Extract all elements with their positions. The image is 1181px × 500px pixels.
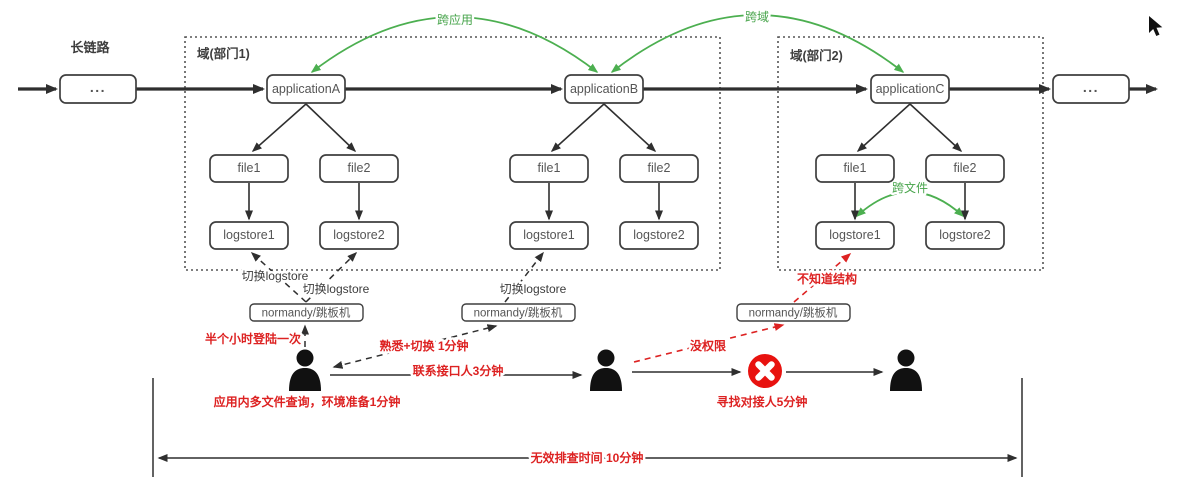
timeline-bracket: 无效排查时间 10分钟 xyxy=(152,378,1023,477)
logstore-node xyxy=(619,221,699,250)
cross-domain-label: 跨域 xyxy=(745,10,769,24)
jump-server-3-label: normandy/跳板机 xyxy=(749,306,838,320)
person-icon-2 xyxy=(590,349,622,391)
file1-label: file1 xyxy=(844,161,867,175)
file2-label: file2 xyxy=(348,161,371,175)
subtree-application-c: file1 file2 logstore1 logstore2 xyxy=(815,103,1005,250)
logstore1-label: logstore1 xyxy=(523,228,574,242)
subtree-application-a: file1 file2 logstore1 logstore2 xyxy=(209,103,399,250)
total-time-label: 无效排查时间 10分钟 xyxy=(530,450,644,465)
jump-server-node-3: normandy/跳板机 xyxy=(736,303,851,322)
logstore2-label: logstore2 xyxy=(939,228,990,242)
jump-server-node-2: normandy/跳板机 xyxy=(461,303,576,322)
file1-label: file1 xyxy=(538,161,561,175)
file-node xyxy=(925,154,1005,183)
mouse-cursor-icon xyxy=(1149,16,1163,36)
contact-label: 联系接口人3分钟 xyxy=(413,363,504,378)
application-c-node: applicationC xyxy=(870,74,950,104)
long-chain-label: 长链路 xyxy=(70,40,110,55)
file1-label: file1 xyxy=(238,161,261,175)
ellipsis-node-left: ... xyxy=(59,74,137,104)
file-node xyxy=(509,154,589,183)
ellipsis-node-right: ... xyxy=(1052,74,1130,104)
unknown-structure-arrow xyxy=(793,253,852,303)
logstore2-label: logstore2 xyxy=(633,228,684,242)
subtree-application-b: file1 file2 logstore1 logstore2 xyxy=(509,103,699,250)
domain1-label: 域(部门1) xyxy=(197,46,250,61)
switch-logstore-label-2: 切换logstore xyxy=(303,282,370,296)
switch-logstore-label-3: 切换logstore xyxy=(500,282,567,296)
file-node xyxy=(209,154,289,183)
file-node xyxy=(619,154,699,183)
ellipsis-left-label: ... xyxy=(90,79,106,95)
domain-box-1 xyxy=(184,36,721,271)
application-a-node: applicationA xyxy=(266,74,346,104)
cross-domain-arrow xyxy=(610,14,905,73)
application-b-node: applicationB xyxy=(564,74,644,104)
application-a-label: applicationA xyxy=(272,82,341,96)
familiar-switch-arrow xyxy=(332,324,498,369)
switch-logstore-arrows xyxy=(250,251,544,369)
logstore-node xyxy=(509,221,589,250)
logstore1-label: logstore1 xyxy=(829,228,880,242)
jump-server-1-label: normandy/跳板机 xyxy=(262,306,351,320)
cross-file-arrow xyxy=(855,191,965,218)
no-permission-arrow xyxy=(633,323,785,363)
file-node xyxy=(319,154,399,183)
person-icon-3 xyxy=(890,349,922,391)
domain2-label: 域(部门2) xyxy=(790,48,843,63)
familiar-label: 熟悉+切换 1分钟 xyxy=(379,338,468,353)
jump-server-2-label: normandy/跳板机 xyxy=(474,306,563,320)
logstore-node xyxy=(209,221,289,250)
logstore-node xyxy=(815,221,895,250)
unknown-structure-label: 不知道结构 xyxy=(797,271,857,286)
logstore2-label: logstore2 xyxy=(333,228,384,242)
domain-box-2 xyxy=(777,36,1044,271)
application-c-label: applicationC xyxy=(876,82,945,96)
cross-app-label: 跨应用 xyxy=(437,12,473,27)
prepare-label: 应用内多文件查询，环境准备1分钟 xyxy=(214,394,401,409)
ellipsis-right-label: ... xyxy=(1083,79,1099,95)
switch-logstore-label-1: 切换logstore xyxy=(242,269,309,283)
application-b-label: applicationB xyxy=(570,82,638,96)
file-node xyxy=(815,154,895,183)
logstore-node xyxy=(925,221,1005,250)
no-permission-label: 没权限 xyxy=(690,338,726,353)
cross-app-arrow xyxy=(310,16,599,73)
jump-server-node-1: normandy/跳板机 xyxy=(249,303,364,322)
error-x-icon xyxy=(748,354,782,388)
login-label: 半个小时登陆一次 xyxy=(205,331,301,346)
logstore1-label: logstore1 xyxy=(223,228,274,242)
find-person-label: 寻找对接人5分钟 xyxy=(717,394,808,409)
file2-label: file2 xyxy=(954,161,977,175)
file2-label: file2 xyxy=(648,161,671,175)
logstore-node xyxy=(319,221,399,250)
person-icon-1 xyxy=(289,349,321,391)
cross-file-label: 跨文件 xyxy=(892,180,928,195)
